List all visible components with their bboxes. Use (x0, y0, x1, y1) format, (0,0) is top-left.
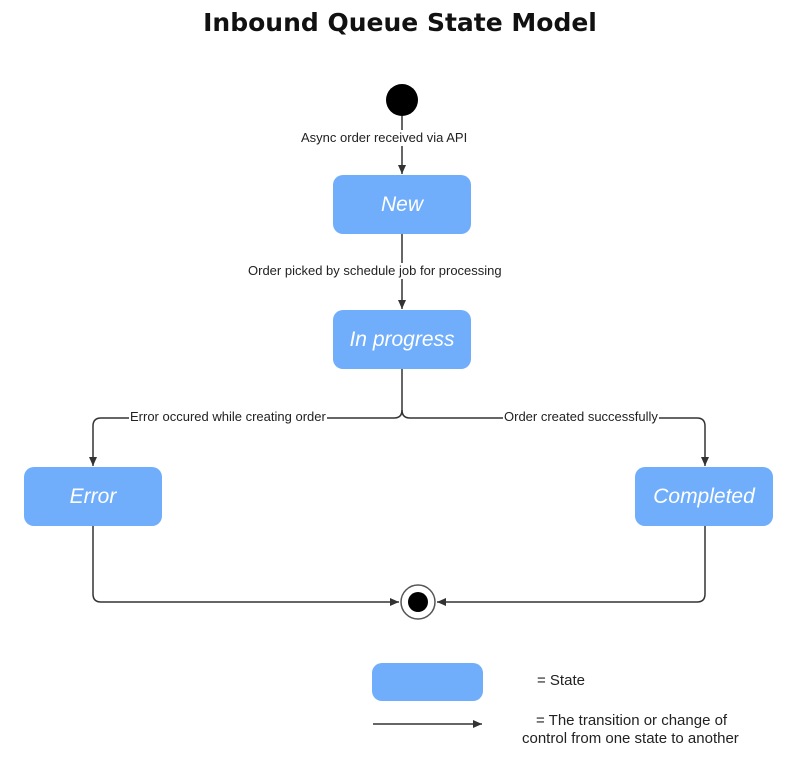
legend-state-swatch (372, 663, 483, 701)
transition-error-to-final-arrow (92, 526, 399, 606)
transition-completed-to-final-arrow (437, 526, 706, 606)
state-in-progress: In progress (333, 310, 471, 369)
label-progress-to-error: Error occured while creating order (129, 409, 327, 425)
legend-transition-text-line2: control from one state to another (522, 730, 739, 747)
state-new: New (333, 175, 471, 234)
initial-node (386, 84, 418, 116)
state-completed: Completed (635, 467, 773, 526)
final-node-dot (408, 592, 428, 612)
legend-state-text: = State (537, 672, 585, 689)
label-new-to-progress: Order picked by schedule job for process… (248, 263, 502, 279)
label-start-to-new: Async order received via API (301, 130, 468, 146)
legend-transition-text-line1: = The transition or change of (536, 712, 728, 729)
state-error: Error (24, 467, 162, 526)
transition-progress-to-completed-arrow (401, 409, 709, 466)
diagram-title: Inbound Queue State Model (203, 8, 597, 37)
label-progress-to-completed: Order created successfully (503, 409, 659, 425)
